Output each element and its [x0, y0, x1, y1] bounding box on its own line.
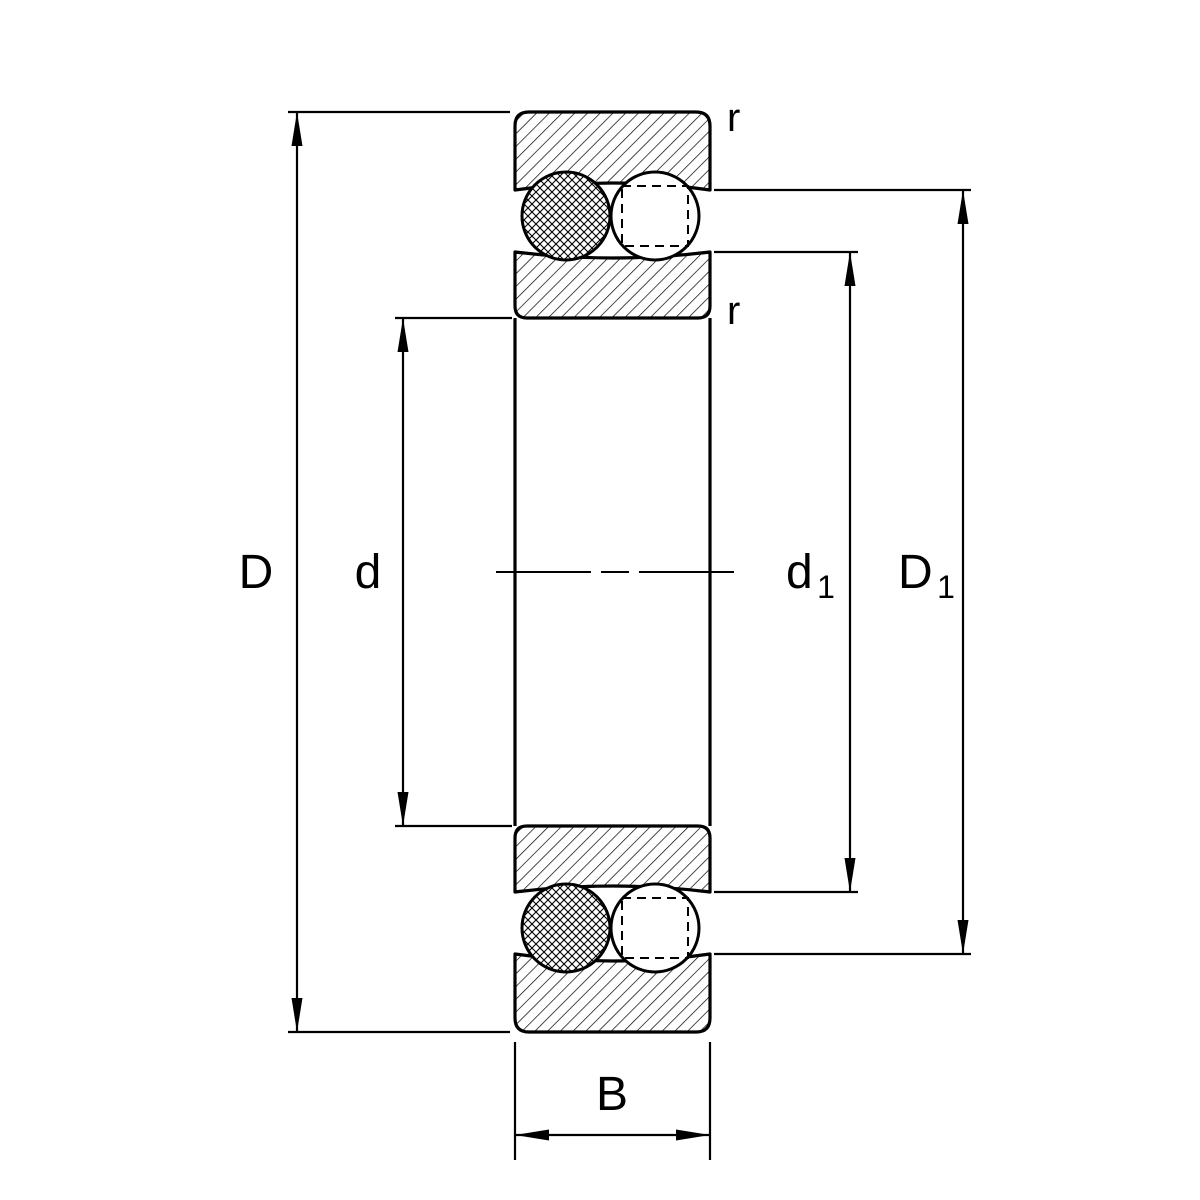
- ball-sectioned-top: [520, 170, 612, 262]
- dimension-d1: d 1: [714, 250, 858, 894]
- ball-plain-top-body: [609, 170, 701, 262]
- chamfer-annotations: r r: [727, 96, 740, 333]
- dimension-B: B: [513, 1042, 712, 1160]
- dimension-D: D: [239, 110, 510, 1034]
- label-d: d: [355, 546, 382, 599]
- ball-bottom-hidden-detail-rect: [621, 897, 689, 959]
- ball-plain-bottom-body: [609, 882, 701, 974]
- arrowhead-d-bottom: [397, 792, 409, 826]
- label-d1: d 1: [786, 546, 835, 605]
- arrowhead-B-left: [515, 1129, 549, 1141]
- label-D1: D 1: [898, 546, 955, 605]
- inner-ring-bottom-section: [513, 824, 712, 894]
- arrowhead-D1-bottom: [957, 920, 969, 954]
- ball-plain-bottom: [609, 882, 701, 974]
- label-d1-base: d: [786, 546, 813, 599]
- label-D1-base: D: [898, 546, 933, 599]
- ball-sectioned-top-hatch: [520, 170, 612, 262]
- ball-sectioned-bottom: [520, 882, 612, 974]
- arrowhead-D1-top: [957, 190, 969, 224]
- label-D1-subscript: 1: [937, 569, 955, 605]
- arrowhead-d-top: [397, 318, 409, 352]
- label-r-outer-chamfer: r: [727, 96, 740, 140]
- bearing-section: [496, 110, 734, 1034]
- arrowhead-D-bottom: [291, 998, 303, 1032]
- ball-top-hidden-detail-rect: [621, 185, 689, 247]
- arrowhead-D-top: [291, 112, 303, 146]
- ball-plain-top: [609, 170, 701, 262]
- label-D: D: [239, 546, 274, 599]
- arrowhead-d1-top: [844, 252, 856, 286]
- label-d1-subscript: 1: [817, 569, 835, 605]
- arrowhead-d1-bottom: [844, 858, 856, 892]
- label-B: B: [596, 1068, 628, 1121]
- dimension-D1: D 1: [714, 188, 971, 956]
- ball-sectioned-bottom-hatch: [520, 882, 612, 974]
- inner-ring-top-section: [513, 250, 712, 320]
- dimension-d: d: [355, 316, 512, 828]
- label-r-inner-chamfer: r: [727, 289, 740, 333]
- arrowhead-B-right: [676, 1129, 710, 1141]
